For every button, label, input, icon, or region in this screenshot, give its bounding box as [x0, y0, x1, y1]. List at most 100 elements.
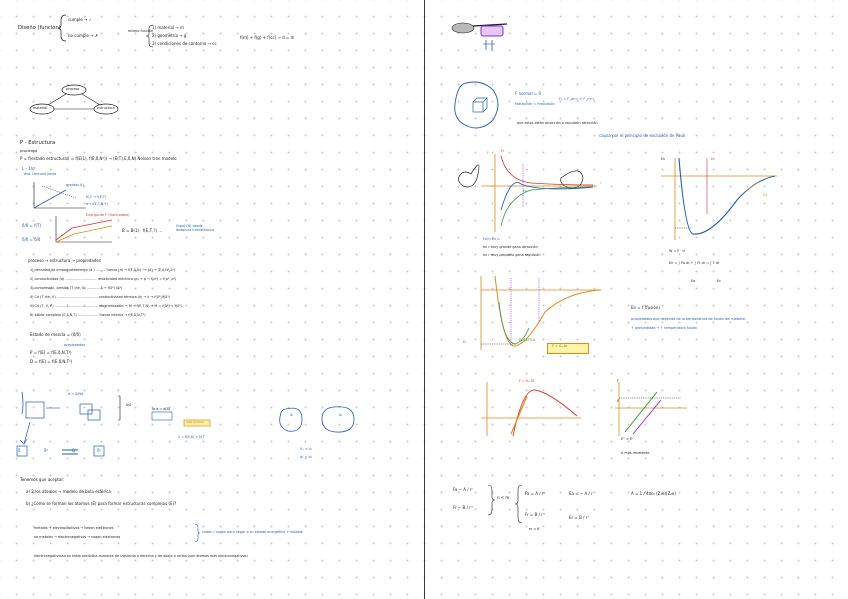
text-bottom-3: Q: [72, 448, 76, 453]
text-ljs-sub: dist. Lennard Jones: [24, 172, 57, 176]
text-fr-label: Fr: [501, 149, 505, 153]
text-er-eq: Er = B / rⁿ: [569, 515, 589, 520]
text-prop-1: propiedades que depende de la temperatur…: [631, 317, 746, 321]
list-item-4: 4) Cd (T cte, V) .......................…: [30, 295, 171, 299]
text-fa-caption-2: en r muy grande gana atracción: [483, 245, 538, 249]
text-en-int: En = ∫ Fa dr + ∫ Fr dr = ∫ F dr: [669, 261, 720, 265]
brace-conditions: [145, 24, 154, 48]
text-tri-right: estructura: [97, 106, 115, 110]
text-enf: En = f (fusión): [631, 305, 660, 310]
text-brace-eq: n < m: [497, 495, 510, 500]
text-fr-b: Fr = B / rᵐ: [525, 512, 546, 517]
text-a-eq: A = 1 / 4πε₀ (Z₁e)(Z₂e): [631, 491, 676, 496]
text-green-label: ELÁSTICA: [519, 338, 536, 342]
text-eq-f: f(m) + f(g) + f(cc) → d = m: [240, 35, 295, 40]
text-fg-label: F = K₀ δF: [519, 379, 535, 383]
text-cells-right: δ₂: [339, 413, 343, 417]
text-estructura-head: P - Estructura: [20, 140, 56, 146]
text-box-eq: F = K₀ Δr: [552, 344, 568, 348]
text-fa-caption-1: Fa(r) en r₀: [483, 237, 500, 241]
text-f-eq-2: F₀ = F_a(r₀) + F_r(r₀): [559, 97, 594, 101]
graph-forces: [458, 154, 597, 232]
text-bottom-1: δ: [18, 448, 21, 453]
text-cells-eq-2: d₁ = d₂: [300, 455, 313, 459]
text-g1-b: N_F → f(E,?): [86, 195, 107, 199]
figure-blob-cube: [454, 81, 499, 129]
list-item-6: 6) sólido complejo (E,δ,N,T) ...........…: [30, 313, 146, 317]
text-sub-p: propiedad: [20, 149, 38, 153]
text-frac-2: δ/δ = δ/δ: [22, 237, 41, 242]
text-bottom-2: δ²: [44, 448, 49, 453]
text-work: W = F · d: [669, 249, 685, 253]
text-cond-2: 2) geometría → g: [152, 33, 187, 38]
text-no-cumple: no cumple → ✗: [68, 33, 99, 38]
brace-forces-2: [514, 484, 523, 524]
notebook-page-right: F normal = 0 Fatracción = Frepulsión F₀ …: [425, 0, 848, 599]
text-f-axis: F: [487, 151, 489, 155]
text-fig-frac: δ/δ: [126, 403, 132, 407]
list-item-1: 1) densidad de empaquetamiento (d.) ....…: [30, 268, 176, 272]
text-blue-note: (tipo) (N) desde distancia interatómica: [176, 224, 214, 232]
figure-two-cells: [279, 406, 355, 433]
text-cond-1: 1) material → m: [152, 25, 184, 30]
text-mismo-funcion: mismo función: [128, 29, 153, 33]
text-ea-label: Ea: [763, 193, 768, 197]
text-mas-res: A más resistente: [621, 451, 650, 455]
text-metal-1: metales → electropositivos → ceden elect…: [34, 526, 114, 530]
text-estado-head: Estado de mezcla = (δ/δ): [30, 332, 81, 337]
text-ljs: L - 1/r²: [22, 166, 36, 171]
notebook-page-left: Diseño (función) cumple → ✓ no cumple → …: [16, 14, 355, 558]
text-frac-1: δ/δ = f(T): [22, 223, 42, 228]
brace-forces: [487, 484, 496, 516]
text-fa-caption-3: en r muy pequeño gana repulsión: [483, 253, 541, 257]
triangle-diagram: [29, 84, 119, 115]
text-q-b: b) ¿Como se forman los átomos (E) para f…: [26, 501, 177, 506]
text-f2-label: F: [617, 379, 619, 383]
text-e0-label: E₀: [463, 340, 467, 344]
graph-model-2: [55, 216, 113, 243]
text-metal-note: ceden / cogen para llegar a su estado en…: [202, 530, 303, 534]
brace-metal: [194, 523, 201, 543]
text-fa-eq: Fa ∼ A / rⁿ: [453, 487, 474, 492]
text-g2-red: Energía de F (fracturable): [86, 213, 130, 217]
text-prop-2: ↑ profundidad → ↑ temperatura fusión: [631, 326, 698, 330]
text-eq-right: B = B(1) · f(E,T,?) ...: [122, 228, 163, 233]
text-q-head: Tenemos que aceptar:: [20, 477, 65, 482]
text-fig-box: estructura: [186, 420, 204, 424]
text-e-compare: E'' > E'': [621, 437, 635, 441]
text-f-note: que estos están atracción o repulsión at…: [517, 121, 598, 125]
text-cells-eq-1: V₁ < V₂: [300, 447, 313, 451]
graph-model-1: [33, 182, 86, 209]
text-pauli: causa por el principio de exclusión de P…: [599, 133, 686, 138]
text-g1-c: α→ f(E,?,N,Y): [86, 202, 108, 206]
text-f-frac: Fatracción = Frepulsión: [515, 102, 555, 106]
list-item-5: 5) Cd (T, V, P) ........................…: [30, 304, 182, 308]
text-tri-left: material: [33, 106, 48, 110]
text-cumple: cumple → ✓: [68, 17, 92, 22]
text-fa-label: Fa: [523, 189, 527, 193]
text-en-bottom-1: Ea: [691, 279, 696, 283]
text-metal-2: no metales → electronegativos → cogen el…: [34, 535, 121, 539]
text-p-eq-1: P = f(E) = f(E,δ,N,T²): [30, 350, 72, 355]
text-g1-label: modelo (L): [66, 183, 85, 187]
text-fig-u: la d = d(δ): [152, 407, 171, 411]
pan-sketch: [451, 22, 508, 50]
graph-e-compare: [615, 382, 687, 436]
graph-force-elastic: [481, 382, 581, 437]
text-r-axis: r: [600, 181, 602, 185]
text-tri-top: proceso: [66, 87, 80, 91]
text-m-val: m ≈ 8: [529, 527, 540, 531]
text-diseno: Diseño (función): [18, 25, 61, 31]
text-en-label: En: [661, 157, 666, 161]
text-cond-3: 3) condiciones de contorno → cc: [152, 41, 217, 46]
page-divider: [424, 0, 425, 599]
brace-diseno: [57, 14, 67, 42]
text-e-label: E: [617, 399, 620, 403]
text-fr-eq: Fr ∼ B / rᵐ: [453, 505, 474, 510]
text-ea-eq: Ea = − A / r: [569, 491, 593, 496]
list-item-2: 2) conductividad (σ) ...................…: [30, 277, 177, 281]
text-en-bottom-2: Ec: [717, 279, 722, 283]
text-q-a: a) 2 los átomos → modelo de bola esféric…: [26, 489, 111, 494]
text-ec-label: Ec: [711, 157, 716, 161]
text-cells-left: δ₁: [290, 413, 294, 417]
